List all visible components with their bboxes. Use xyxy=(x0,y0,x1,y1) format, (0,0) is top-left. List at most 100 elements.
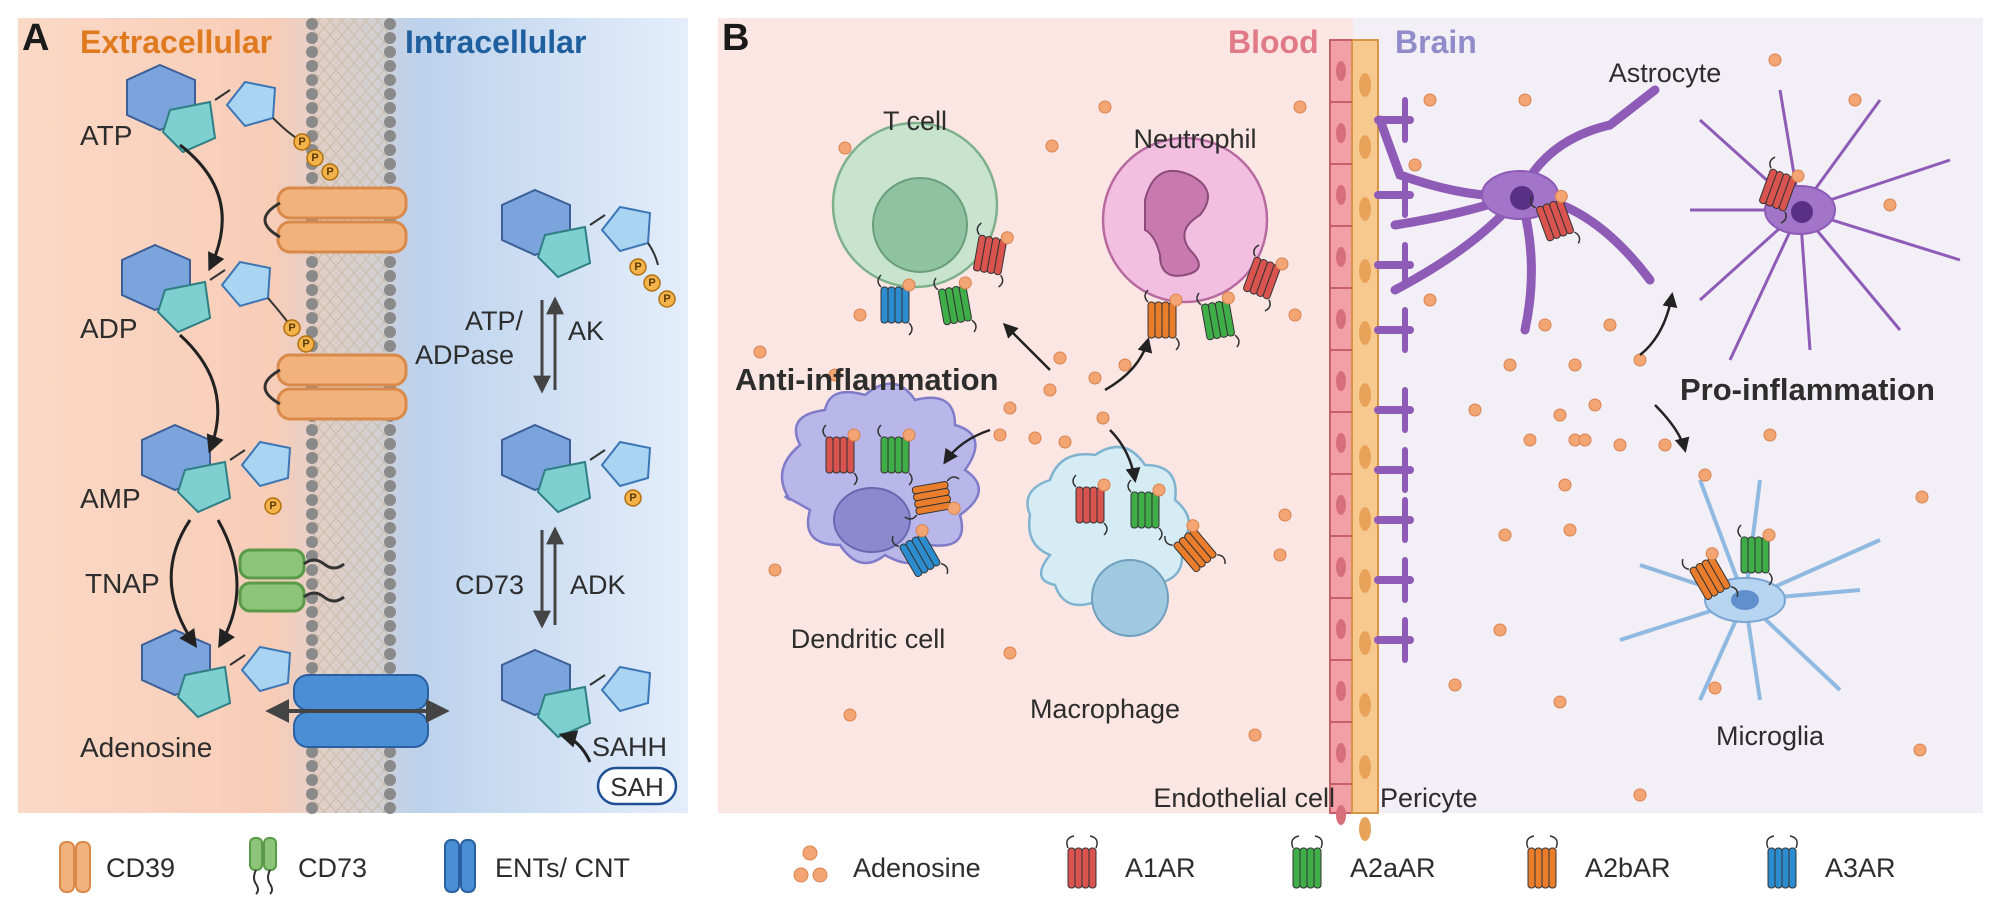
a2bar-receptor xyxy=(904,476,961,520)
adenosine-dot xyxy=(853,308,867,322)
dendritic-cell-label: Dendritic cell xyxy=(791,624,946,654)
a2bar-receptor xyxy=(1164,519,1226,573)
adenosine-dot xyxy=(1273,548,1287,562)
amp-molecule-intracellular xyxy=(501,423,652,514)
adenosine-dot xyxy=(1708,681,1722,695)
t-cell xyxy=(831,121,999,289)
adenosine-dot xyxy=(1883,198,1897,212)
atp-label: ATP xyxy=(80,120,132,151)
adenosine-dot xyxy=(828,368,842,382)
adenosine-dot xyxy=(1558,478,1572,492)
adp-to-amp-arrow xyxy=(178,333,224,454)
a1ar-receptor xyxy=(822,424,861,486)
a2aar-receptor xyxy=(933,276,977,333)
adenosine-dot xyxy=(1096,411,1110,425)
amp-to-adenosine-cd73-arrow xyxy=(216,519,239,649)
adp-molecule xyxy=(121,243,315,353)
adenosine-dot xyxy=(1003,646,1017,660)
adenosine-dot xyxy=(1448,678,1462,692)
adenosine-dot xyxy=(1003,401,1017,415)
adenosine-dot xyxy=(1698,468,1712,482)
adenosine-dot xyxy=(1633,353,1647,367)
pericyte-label: Pericyte xyxy=(1380,783,1478,813)
legend-panel-a: CD39 CD73 ENTs/ CNT xyxy=(59,837,630,895)
sah-label: SAH xyxy=(610,772,663,802)
a1ar-receptor xyxy=(1243,244,1289,312)
legend-cd39-label: CD39 xyxy=(106,853,175,883)
adenosine-dot xyxy=(1553,695,1567,709)
arrow-to-t-cell xyxy=(1002,322,1051,371)
phosphate-letter: P xyxy=(629,492,636,504)
adenosine-dot xyxy=(1848,93,1862,107)
adenosine-label: Adenosine xyxy=(80,732,212,763)
adenosine-dot xyxy=(1118,358,1132,372)
atp-molecule-intracellular xyxy=(501,188,676,308)
phosphate-letter: P xyxy=(311,152,318,164)
panel-a-letter: A xyxy=(22,17,49,59)
a3ar-receptor xyxy=(877,274,916,336)
intracellular-label: Intracellular xyxy=(405,24,586,60)
cd39-protein-1 xyxy=(263,186,408,254)
adenosine-dot xyxy=(1503,358,1517,372)
legend-cd39: CD39 xyxy=(59,841,175,893)
sah-box xyxy=(596,766,678,806)
adenosine-dot xyxy=(1613,438,1627,452)
panel-a: A Extracellular Intracellular ATP ADP xyxy=(18,17,688,814)
brain-label: Brain xyxy=(1395,24,1477,60)
a2aar-receptor xyxy=(1737,524,1776,586)
macrophage xyxy=(1026,445,1190,637)
adenosine-molecule-intracellular xyxy=(501,648,652,739)
phosphate-letter: P xyxy=(302,338,309,350)
adenosine-dot xyxy=(1768,53,1782,67)
adenosine-dot xyxy=(1915,490,1929,504)
adenosine-dot xyxy=(1523,433,1537,447)
adenosine-dot xyxy=(1568,358,1582,372)
adenosine-dot xyxy=(1498,528,1512,542)
arrow-to-neutrophil xyxy=(1104,337,1153,392)
adenosine-dot xyxy=(1578,433,1592,447)
adenosine-dot xyxy=(1293,100,1307,114)
extracellular-label: Extracellular xyxy=(80,24,272,60)
amp-label: AMP xyxy=(80,483,141,514)
blood-label: Blood xyxy=(1228,24,1319,60)
legend-a1ar: A1AR xyxy=(1066,835,1196,889)
adenosine-dot xyxy=(1278,508,1292,522)
a2aar-receptor xyxy=(1196,291,1240,348)
arrow-to-dendritic-cell xyxy=(943,428,991,465)
brain-region xyxy=(1353,18,1983,813)
sahh-label: SAHH xyxy=(592,732,667,762)
adenosine-dot xyxy=(838,141,852,155)
legend-a2aar: A2aAR xyxy=(1291,835,1436,889)
adenosine-dot xyxy=(1045,139,1059,153)
adenosine-dot xyxy=(1098,100,1112,114)
adenosine-dot xyxy=(1423,293,1437,307)
adenosine-dot xyxy=(1553,408,1567,422)
adenosine-dot xyxy=(1058,435,1072,449)
phosphate-letter: P xyxy=(298,136,305,148)
adenosine-dot xyxy=(1518,93,1532,107)
arrow-to-astrocyte xyxy=(1639,292,1678,356)
amp-molecule xyxy=(141,423,292,515)
adenosine-dot xyxy=(1248,728,1262,742)
t-cell-label: T cell xyxy=(883,106,947,136)
amp-to-adenosine-tnap-arrow xyxy=(169,519,198,648)
a1ar-receptor xyxy=(1759,156,1805,224)
adenosine-dot xyxy=(1468,403,1482,417)
adenosine-dot xyxy=(1763,428,1777,442)
atp-to-adp-arrow xyxy=(179,143,225,272)
adenosine-dot xyxy=(1913,743,1927,757)
legend-adenosine-label: Adenosine xyxy=(853,853,981,883)
legend-a2bar-label: A2bAR xyxy=(1585,853,1671,883)
arrow-to-microglia xyxy=(1654,404,1690,453)
adk-label: ADK xyxy=(570,570,626,600)
adenosine-dot xyxy=(1028,431,1042,445)
dendritic-cell xyxy=(780,382,981,565)
adenosine-dot xyxy=(993,428,1007,442)
pro-inflammation-label: Pro-inflammation xyxy=(1680,372,1935,407)
phosphate-letter: P xyxy=(634,261,641,273)
neutrophil xyxy=(1101,136,1269,304)
macrophage-label: Macrophage xyxy=(1030,694,1180,724)
legend-a3ar-label: A3AR xyxy=(1825,853,1896,883)
